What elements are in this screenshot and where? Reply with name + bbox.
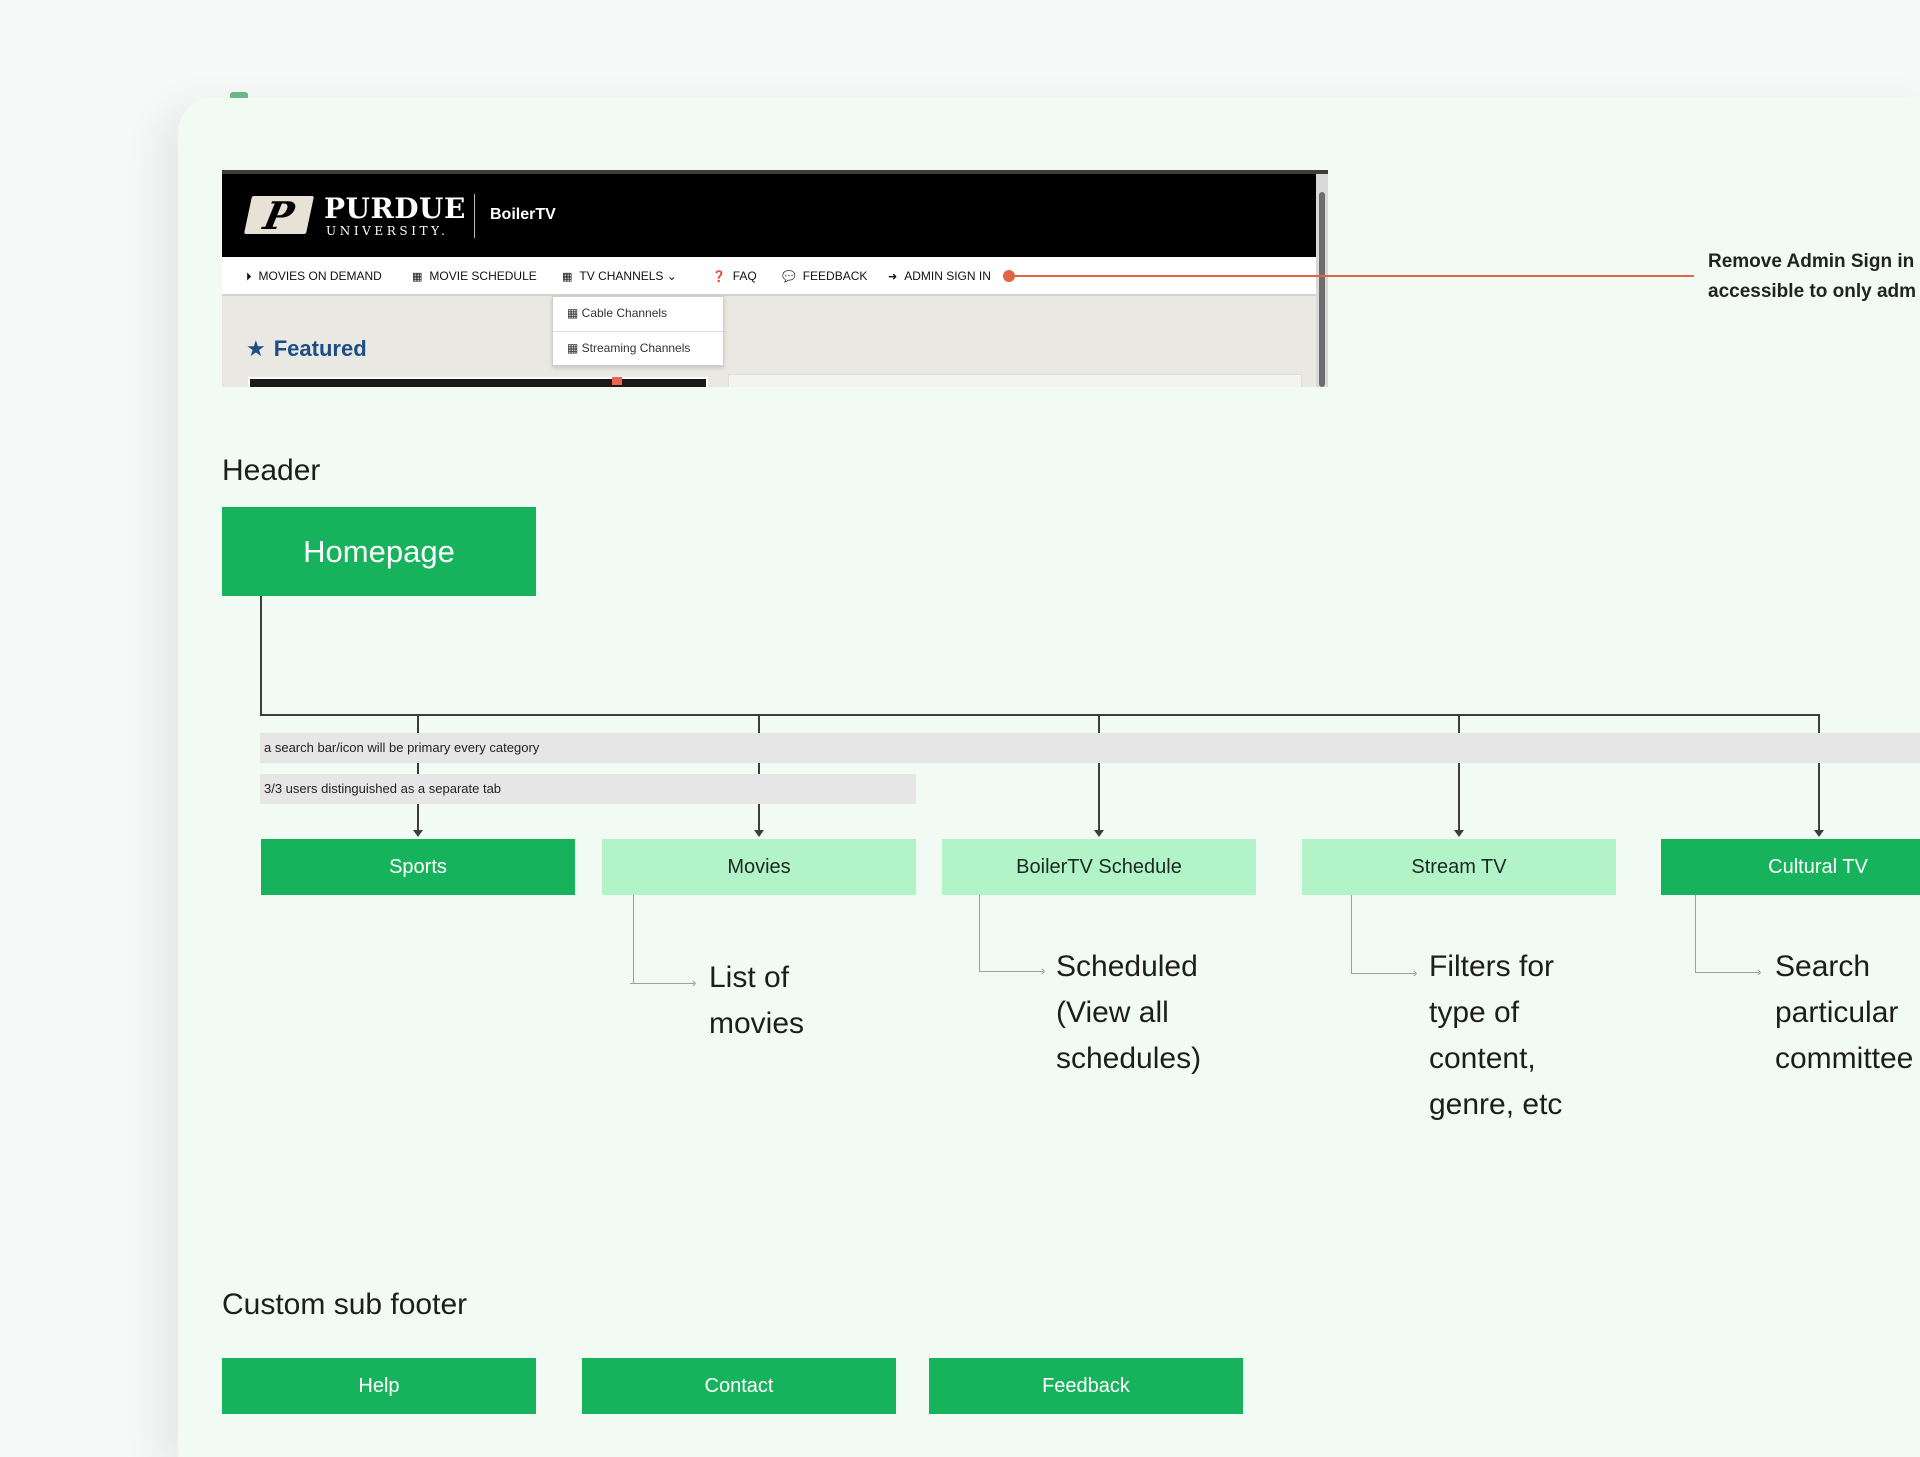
grid-icon: ▦ [562,271,573,283]
branch-line-stream-h [1351,973,1415,974]
node-cultural-tv: Cultural TV [1661,839,1920,895]
grid-icon: ▦ [567,306,582,320]
footer-section-title: Custom sub footer [222,1288,468,1321]
annotation-dot [1003,270,1015,282]
node-stream-tv: Stream TV [1302,839,1616,895]
nav-label: MOVIES ON DEMAND [258,269,382,283]
footer-feedback-node: Feedback [929,1358,1243,1414]
nav-feedback[interactable]: 💬 FEEDBACK [782,269,867,283]
nav-label: FEEDBACK [802,269,868,283]
branch-line-schedule-h [979,971,1043,972]
grid-icon: ▦ [567,341,582,355]
header-section-title: Header [222,454,321,487]
node-movies: Movies [602,839,916,895]
chevron-down-icon: ⌄ [666,269,677,283]
nav-faq[interactable]: ❓ FAQ [712,269,757,283]
arrow-down-icon [1454,830,1464,837]
nav-movie-schedule[interactable]: ▦ MOVIE SCHEDULE [412,269,537,283]
calendar-icon: ▦ [412,271,423,283]
arrow-right-icon: › [1757,964,1762,979]
branch-line-movies [633,895,634,983]
branch-line-cultural [1695,895,1696,973]
branch-line-movies-h [630,983,694,984]
featured-card-image [248,377,708,387]
detail-movies: List of movies [709,961,805,1040]
node-boilertv-schedule: BoilerTV Schedule [942,839,1256,895]
nav-label: ADMIN SIGN IN [904,269,991,283]
featured-right-panel [728,374,1302,387]
featured-heading: ★Featured [246,336,367,361]
nav-label: FAQ [732,269,757,283]
connector-drop-sports [417,714,419,830]
nav-label: TV CHANNELS [579,269,664,283]
featured-card-accent [612,377,622,385]
site-name: BoilerTV [490,206,556,223]
logo-purdue-text: PURDUE [324,192,466,225]
node-sports: Sports [261,839,575,895]
connector-corner [260,714,272,716]
connector-trunk [260,596,262,714]
tv-channels-dropdown: ▦ Cable Channels ▦ Streaming Channels [552,296,724,366]
note-users-tab: 3/3 users distinguished as a separate ta… [260,774,916,804]
branch-line-schedule [979,895,980,972]
detail-schedule: Scheduled (View all schedules) [1056,950,1202,1075]
arrow-down-icon [413,830,423,837]
site-header-bar: P PURDUE UNIVERSITY. BoilerTV [222,174,1328,257]
homepage-node: Homepage [222,507,536,596]
sign-in-icon: ➜ [888,271,898,283]
arrow-right-icon: › [692,975,697,990]
screenshot-scroll-thumb [1319,192,1325,387]
connector-drop-movies [758,714,760,830]
branch-line-stream [1351,895,1352,974]
question-circle-icon: ❓ [712,271,726,283]
connector-bus [260,714,1820,716]
branch-line-cultural-h [1695,972,1759,973]
board-corner-marker [230,92,248,98]
star-icon: ★ [246,336,266,361]
arrow-down-icon [1094,830,1104,837]
annotation-line [1010,275,1694,277]
play-circle-icon: ⏵ [246,271,252,283]
note-search-bar: a search bar/icon will be primary every … [260,733,1920,763]
nav-movies-on-demand[interactable]: ⏵ MOVIES ON DEMAND [246,269,382,284]
annotation-line-2: accessible to only adm [1708,281,1917,302]
detail-stream: Filters for type of content, genre, etc [1429,950,1563,1121]
arrow-right-icon: › [1041,963,1046,978]
arrow-down-icon [754,830,764,837]
arrow-right-icon: › [1413,965,1418,980]
connector-drop-schedule [1098,714,1100,830]
dropdown-divider [553,331,723,332]
dropdown-item-streaming[interactable]: ▦ Streaming Channels [567,341,691,355]
speech-bubble-icon: 💬 [782,271,796,283]
annotation-text: Remove Admin Sign in accessible to only … [1708,247,1916,307]
annotation-line-1: Remove Admin Sign in [1708,251,1915,272]
connector-drop-stream [1458,714,1460,830]
logo-divider [474,194,475,238]
arrow-down-icon [1814,830,1824,837]
footer-contact-node: Contact [582,1358,896,1414]
purdue-p-logo: P [243,193,315,238]
nav-label: MOVIE SCHEDULE [429,269,537,283]
nav-tv-channels[interactable]: ▦ TV CHANNELS ⌄ [562,269,677,283]
footer-help-node: Help [222,1358,536,1414]
nav-admin-sign-in[interactable]: ➜ ADMIN SIGN IN [888,269,991,283]
site-screenshot: P PURDUE UNIVERSITY. BoilerTV ⏵ MOVIES ON… [222,170,1328,387]
detail-cultural: Search particular committee [1775,950,1914,1075]
logo-university-text: UNIVERSITY. [326,224,449,238]
dropdown-item-cable[interactable]: ▦ Cable Channels [567,306,668,320]
connector-drop-cultural [1818,714,1820,830]
